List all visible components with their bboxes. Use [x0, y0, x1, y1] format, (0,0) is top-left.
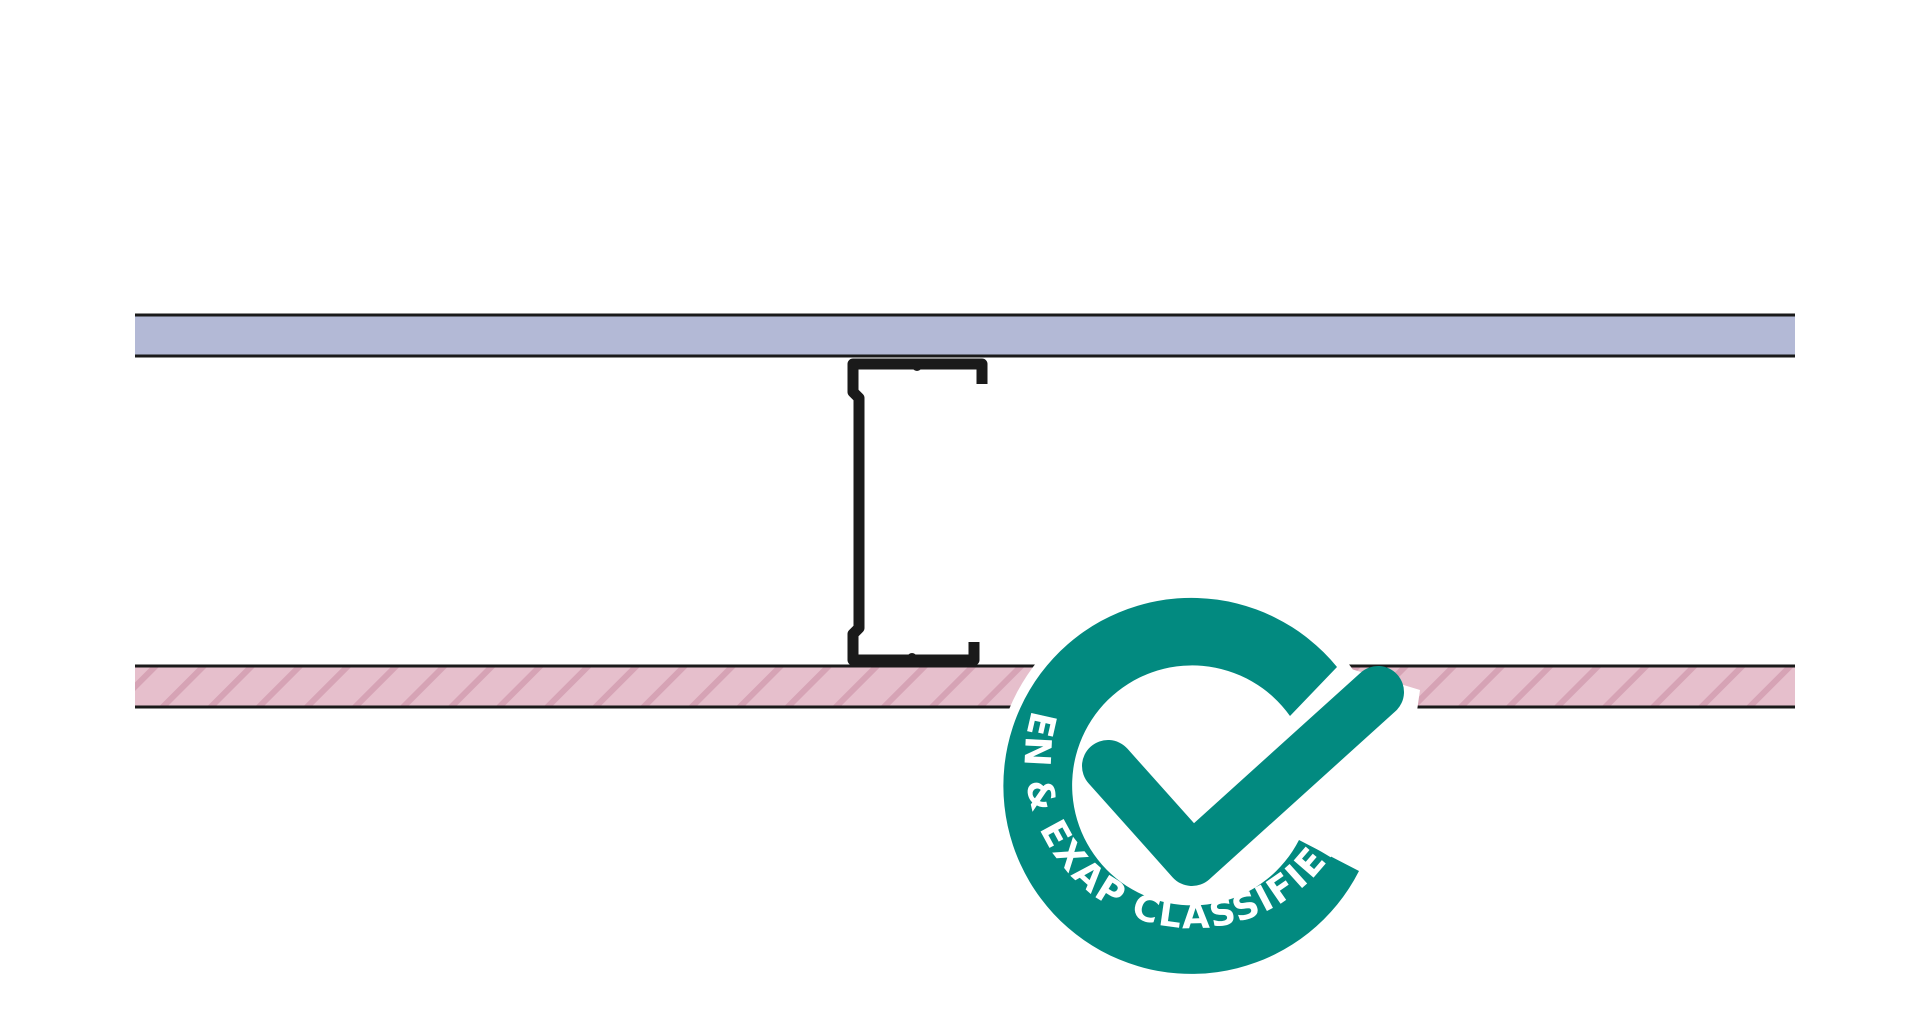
badge-ring	[1003, 597, 1359, 974]
checkmark-icon	[1082, 666, 1404, 886]
bottom-board	[135, 664, 1795, 709]
stud-rib-bottom	[907, 653, 917, 663]
stud-rib-top	[912, 361, 922, 371]
c-stud-profile	[847, 358, 988, 666]
classification-badge: EN & EXAP CLASSIFIED	[994, 587, 1420, 983]
top-board	[135, 313, 1795, 358]
